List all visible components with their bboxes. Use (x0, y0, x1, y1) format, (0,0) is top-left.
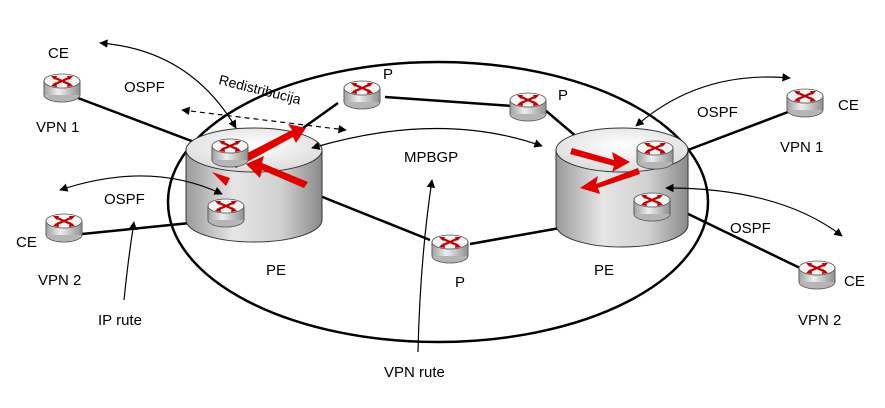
pe-right-vrf-router-1 (635, 139, 675, 171)
ce-top-right-label: CE (838, 97, 859, 114)
p-bottom-label: P (455, 274, 465, 291)
ce-bottom-left-label: CE (16, 234, 37, 251)
pe-right-vrf-router-2 (632, 191, 672, 223)
pe-left-red-arrows (212, 124, 308, 188)
ce-bottom-right-vpn: VPN 2 (798, 312, 841, 329)
routing-arrows (59, 39, 843, 353)
p-top-left-label: P (383, 66, 393, 83)
ce-router-bottom-right: CE VPN 2 (797, 259, 865, 329)
pe-right-red-arrows (570, 148, 640, 194)
redistribution-label: Redistribucija (217, 71, 303, 107)
ce-bottom-right-label: CE (844, 273, 865, 290)
pe-left-vrf-router-2 (206, 197, 246, 229)
p-router-top-right: P (508, 87, 568, 123)
p-router-top-left: P (342, 66, 393, 111)
pe-right-router: PE (555, 127, 689, 279)
ce-router-top-left: CE VPN 1 (36, 45, 82, 136)
ce-top-left-label: CE (48, 45, 69, 62)
ip-routes-label: IP rute (98, 312, 142, 329)
ospf-bottom-right-label: OSPF (730, 220, 771, 237)
mpbgp-label: MPBGP (404, 149, 458, 166)
pe-left-label: PE (266, 262, 286, 279)
ce-top-right-vpn: VPN 1 (780, 139, 823, 156)
p-router-bottom: P (430, 233, 470, 291)
ospf-top-right-label: OSPF (697, 104, 738, 121)
ce-bottom-left-vpn: VPN 2 (38, 272, 81, 289)
p-top-right-label: P (558, 87, 568, 104)
ospf-bottom-left-label: OSPF (104, 191, 145, 208)
pe-right-label: PE (594, 262, 614, 279)
ce-router-top-right: CE VPN 1 (780, 87, 859, 156)
vpn-routes-label: VPN rute (384, 364, 445, 381)
ce-top-left-vpn: VPN 1 (36, 119, 79, 136)
pe-left-vrf-router-1 (210, 137, 250, 169)
pe-left-router: PE (185, 124, 323, 279)
ce-router-bottom-left: CE VPN 2 (16, 212, 84, 289)
ospf-top-left-label: OSPF (124, 79, 165, 96)
